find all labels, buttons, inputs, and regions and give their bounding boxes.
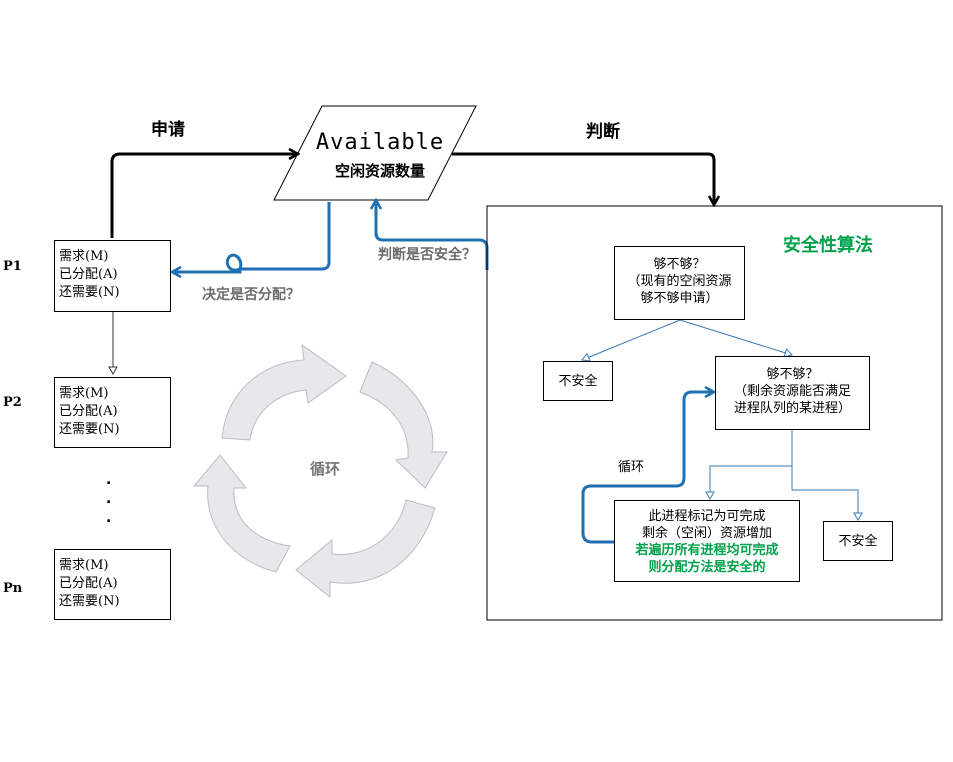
apply-label: 申请 (151, 120, 185, 140)
q2-line: 够不够？ (766, 367, 819, 382)
process-box-p1: 需求(M) 已分配(A) 还需要(N) (54, 240, 171, 312)
decide-allocate-label: 决定是否分配？ (202, 287, 300, 303)
mark-green-line: 若遍历所有进程均可完成 (635, 543, 779, 558)
ellipsis-dot: . (106, 491, 112, 507)
allocated-line: 已分配(A) (59, 404, 118, 419)
cycle-arrows (192, 343, 448, 599)
safety-title: 安全性算法 (783, 235, 873, 256)
loop-label: 循环 (618, 460, 645, 475)
need-line: 需求(M) (59, 558, 109, 573)
q1-to-unsafe1 (581, 319, 681, 362)
unsafe-box-2: 不安全 (823, 521, 893, 561)
process-label-p1: P1 (3, 259, 22, 274)
loop-arrow (581, 392, 714, 544)
q2-line: （剩余资源能否满足 (733, 384, 851, 399)
apply-arrow (110, 154, 298, 238)
still-need-line: 还需要(N) (59, 285, 120, 300)
ellipsis-dot: . (106, 472, 112, 488)
mark-complete-box: 此进程标记为可完成 剩余（空闲）资源增加 若遍历所有进程均可完成 则分配方法是安… (614, 500, 800, 582)
unsafe-label: 不安全 (838, 534, 878, 549)
q1-line: 够不够？ (653, 257, 706, 272)
ellipsis-dot: . (106, 510, 112, 526)
mark-line: 此进程标记为可完成 (648, 509, 766, 524)
process-box-p2: 需求(M) 已分配(A) 还需要(N) (54, 377, 171, 448)
allocated-line: 已分配(A) (59, 267, 118, 282)
still-need-line: 还需要(N) (59, 594, 120, 609)
unsafe-box-1: 不安全 (543, 361, 613, 401)
process-box-pn: 需求(M) 已分配(A) 还需要(N) (54, 549, 171, 620)
unsafe-label: 不安全 (558, 374, 598, 389)
q1-to-q2 (679, 319, 793, 358)
judge-safe-label: 判断是否安全？ (378, 247, 476, 263)
q1-line: （现有的空闲资源 (627, 274, 732, 289)
available-shape (273, 105, 477, 201)
available-title: Available (315, 130, 445, 155)
decide-arrow (172, 202, 331, 272)
judge-arrow (452, 152, 714, 205)
need-line: 需求(M) (59, 386, 109, 401)
q2-line: 进程队列的某进程） (733, 401, 851, 416)
q2-to-mark (705, 430, 793, 501)
safety-algorithm-box (486, 205, 943, 621)
available-subtitle: 空闲资源数量 (334, 162, 425, 180)
allocated-line: 已分配(A) (59, 576, 118, 591)
mark-green-line: 则分配方法是安全的 (648, 560, 766, 575)
q2-to-unsafe2 (791, 466, 863, 522)
q1-line: 够不够申请） (640, 291, 719, 306)
process-label-p2: P2 (3, 395, 22, 410)
question-box-1: 够不够？ （现有的空闲资源 够不够申请） (614, 246, 745, 320)
judge-label: 判断 (586, 122, 620, 142)
mark-line: 剩余（空闲）资源增加 (641, 526, 772, 541)
still-need-line: 还需要(N) (59, 422, 120, 437)
process-label-pn: Pn (3, 581, 23, 596)
cycle-center-label: 循环 (310, 460, 341, 478)
question-box-2: 够不够？ （剩余资源能否满足 进程队列的某进程） (715, 356, 870, 430)
need-line: 需求(M) (59, 249, 109, 264)
